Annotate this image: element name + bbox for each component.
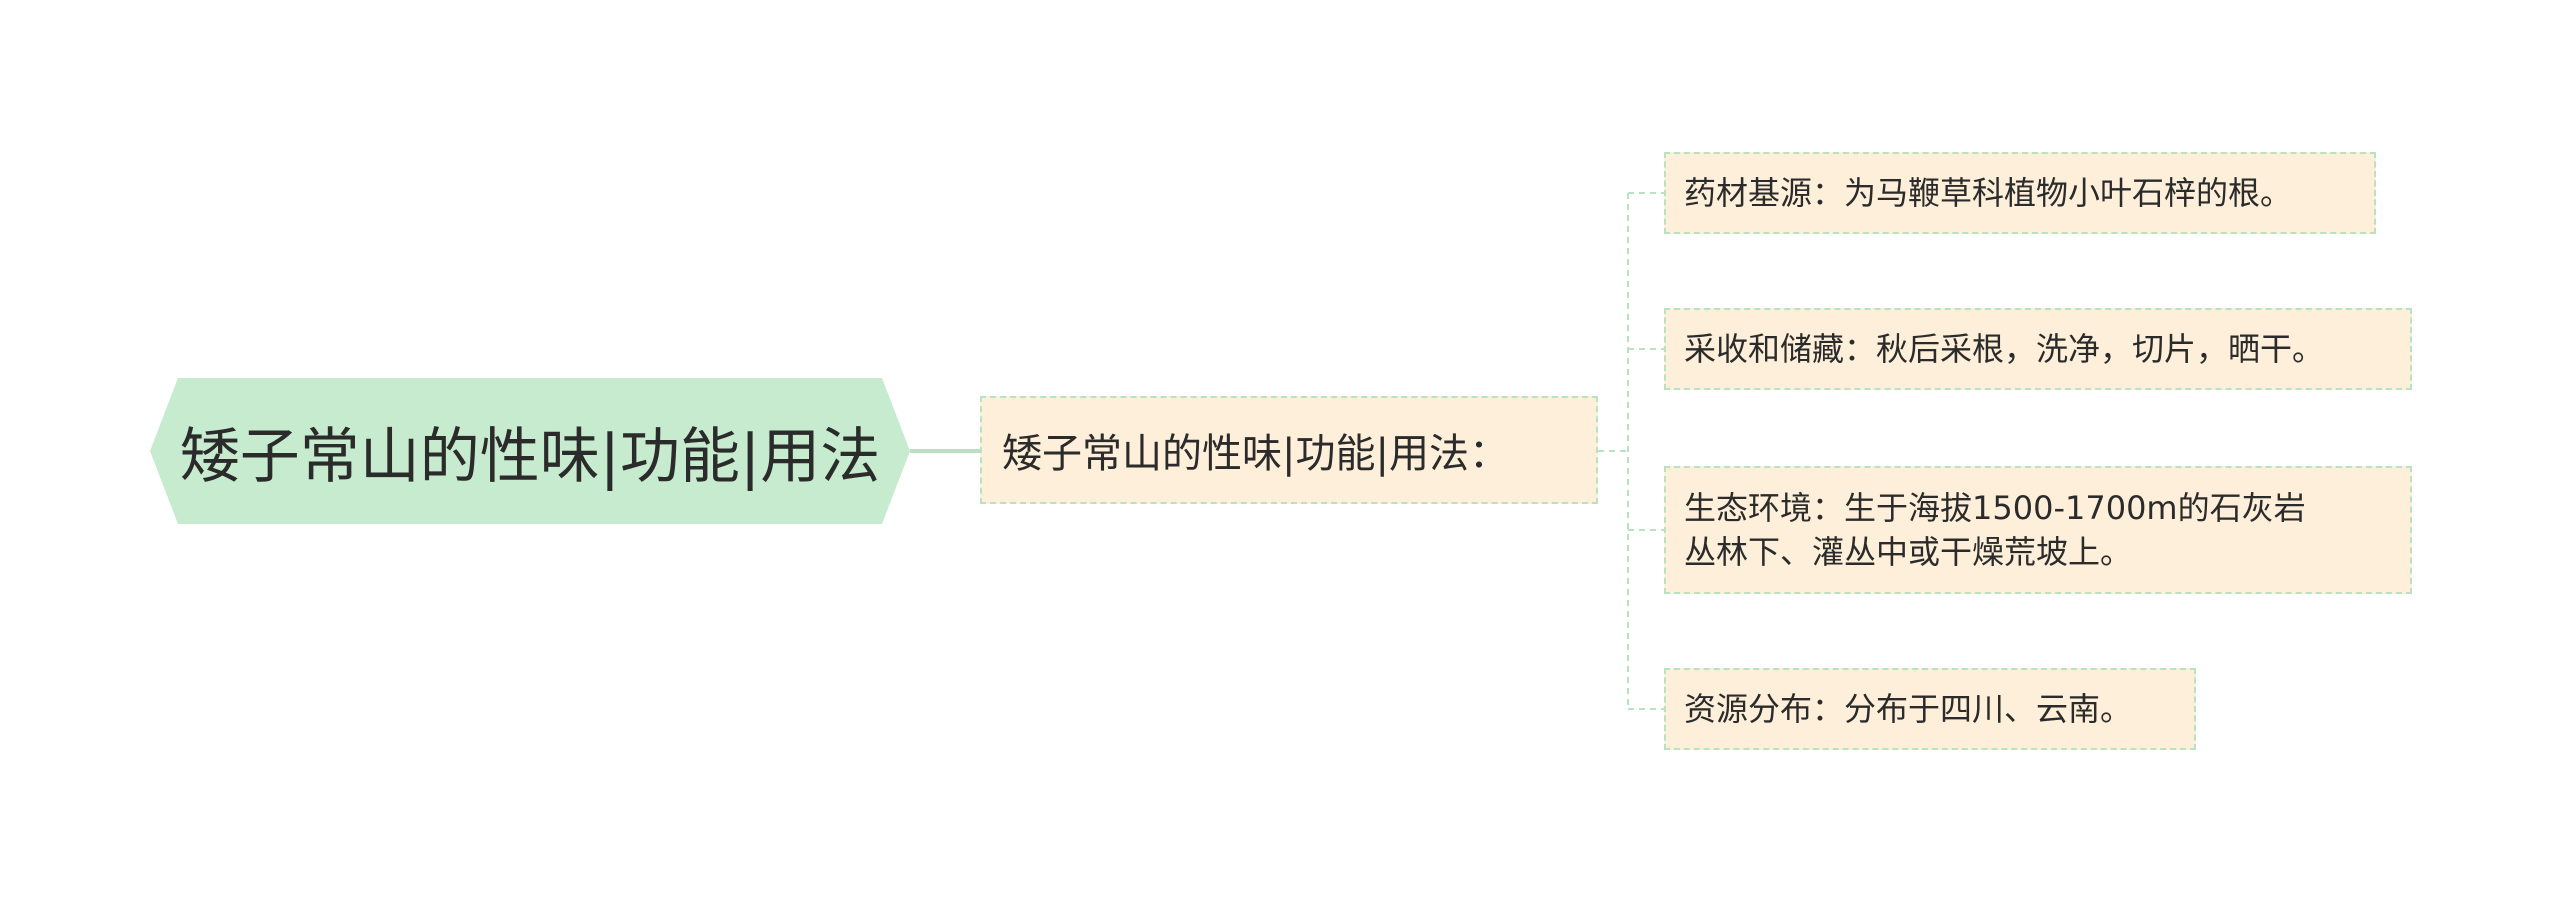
leaf-node-source[interactable]: 药材基源：为马鞭草科植物小叶石梓的根。 [1664, 152, 2376, 234]
leaf-node-label: 采收和储藏：秋后采根，洗净，切片，晒干。 [1684, 330, 2325, 368]
leaf-node-harvest[interactable]: 采收和储藏：秋后采根，洗净，切片，晒干。 [1664, 308, 2412, 390]
root-node[interactable]: 矮子常山的性味|功能|用法 [150, 378, 910, 524]
leaf-node-label: 药材基源：为马鞭草科植物小叶石梓的根。 [1684, 174, 2293, 212]
leaf-node-label-line2: 丛林下、灌丛中或干燥荒坡上。 [1684, 533, 2133, 571]
leaf-node-label: 资源分布：分布于四川、云南。 [1684, 690, 2133, 728]
root-node-label: 矮子常山的性味|功能|用法 [179, 421, 881, 492]
leaf-node-distribution[interactable]: 资源分布：分布于四川、云南。 [1664, 668, 2196, 750]
leaf-node-label-line1: 生态环境：生于海拔1500-1700m的石灰岩 [1684, 489, 2306, 527]
branch-node-label: 矮子常山的性味|功能|用法： [1002, 431, 1509, 477]
leaf-node-habitat[interactable]: 生态环境：生于海拔1500-1700m的石灰岩 丛林下、灌丛中或干燥荒坡上。 [1664, 466, 2412, 594]
branch-node[interactable]: 矮子常山的性味|功能|用法： [980, 396, 1598, 504]
leaf-node-text: 生态环境：生于海拔1500-1700m的石灰岩 丛林下、灌丛中或干燥荒坡上。 [1684, 486, 2306, 574]
